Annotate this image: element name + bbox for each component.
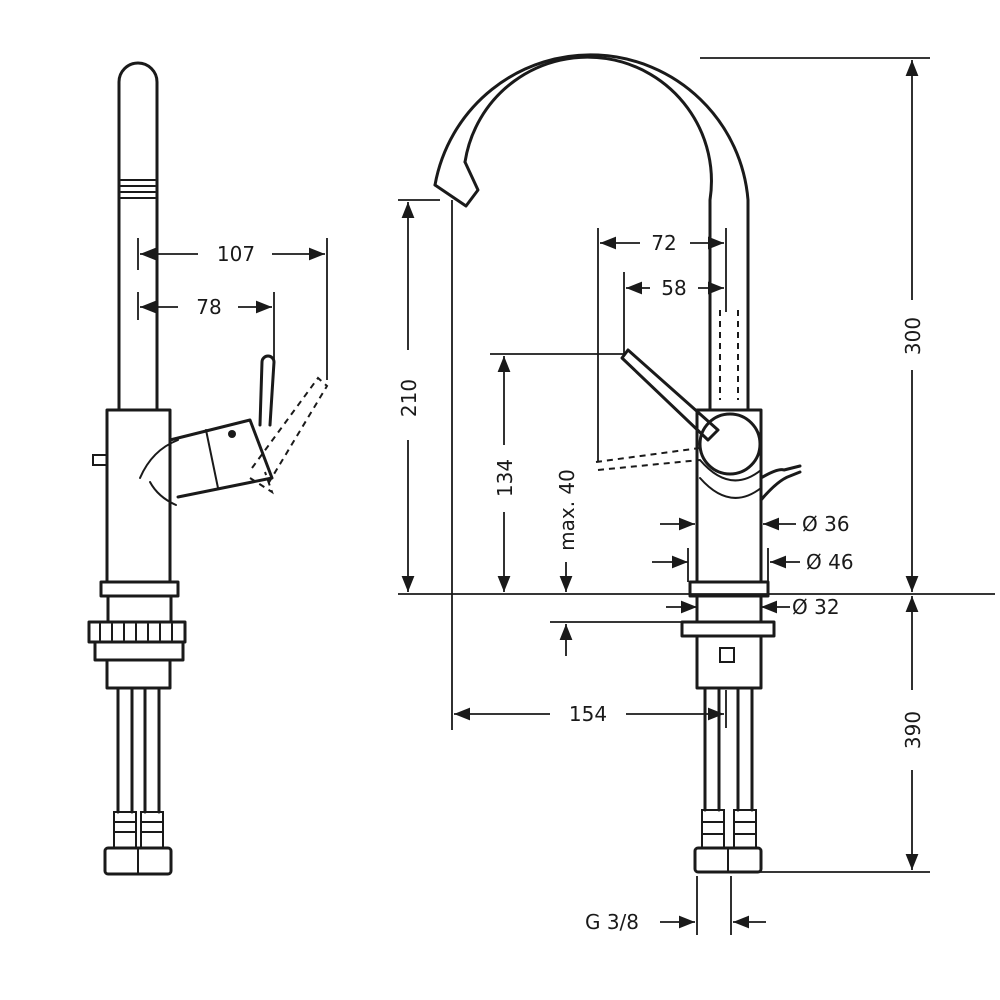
- front-spout-outer-edge: [433, 53, 750, 412]
- front-lever-disc: [698, 412, 762, 476]
- front-hose-left: [703, 686, 721, 812]
- front-lever-dashed: [595, 447, 701, 471]
- dim-134-label: 134: [493, 459, 517, 497]
- front-body: [695, 408, 763, 584]
- side-lever-dashed: [251, 376, 329, 485]
- side-indicator-dot: [228, 430, 236, 438]
- dim-78-label: 78: [196, 295, 221, 319]
- side-hose-braid: [113, 811, 164, 849]
- dim-390-label: 390: [901, 711, 925, 749]
- dim-max40-label: max. 40: [555, 469, 579, 551]
- dim-300-label: 300: [901, 317, 925, 355]
- side-pin: [92, 454, 108, 466]
- front-side-handle: [759, 464, 802, 502]
- front-hose-braid: [701, 809, 757, 849]
- front-mount-nut: [680, 620, 776, 638]
- front-spout-tip: [433, 160, 480, 208]
- dim-dia36-label: Ø 36: [802, 512, 850, 536]
- side-hose-right: [143, 686, 161, 814]
- side-aerator: [120, 179, 156, 199]
- front-lever-handle: [620, 348, 720, 442]
- dim-154-label: 154: [569, 702, 607, 726]
- side-lever-housing: [168, 418, 274, 499]
- front-hose-right: [736, 686, 754, 812]
- dim-dia46-label: Ø 46: [806, 550, 854, 574]
- dim-107-label: 107: [217, 242, 255, 266]
- side-mount-sleeve: [105, 658, 172, 690]
- front-spout-inner-edge: [463, 55, 713, 412]
- side-lever-handle: [258, 354, 276, 427]
- dim-thread-label: G 3/8: [585, 910, 639, 934]
- side-spout-tube: [117, 61, 159, 412]
- side-lever-curve: [139, 439, 179, 506]
- dim-58-label: 58: [661, 276, 686, 300]
- dim-72-label: 72: [651, 231, 676, 255]
- front-view: 300 390 210 134 max. 40 72 58: [397, 53, 995, 935]
- side-hose-left: [116, 686, 134, 814]
- side-base-ring: [99, 580, 180, 598]
- side-view: 107 78: [87, 61, 329, 876]
- dim-210-label: 210: [397, 379, 421, 417]
- dim-dia32-label: Ø 32: [792, 595, 840, 619]
- front-mount-sleeve: [695, 634, 763, 690]
